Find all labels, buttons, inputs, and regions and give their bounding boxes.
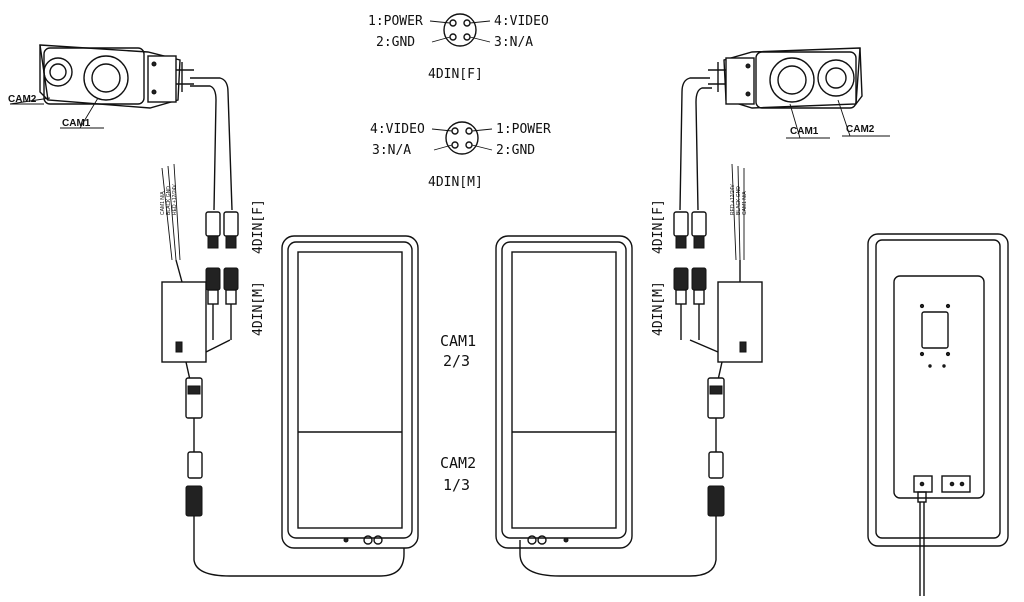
right-wire-tag-3: RED +12/24V [730, 184, 736, 215]
right-cam1-label: CAM1 [790, 126, 819, 137]
right-male-cable-label: 4DIN[M] [651, 281, 666, 336]
cam1-lens-icon [83, 55, 129, 101]
left-mirror-monitor [281, 235, 419, 549]
right-wire-tag-1: CAM1 N/A [742, 191, 748, 215]
male-pin1-label: 1:POWER [496, 122, 551, 137]
male-pin2-label: 2:GND [496, 143, 535, 158]
right-cam2-lens-icon [817, 59, 855, 97]
left-monitor-port-icon [363, 535, 373, 545]
male-connector-diagram: 4:VIDEO 3:N/A 1:POWER 2:GND 4DIN[M] [370, 121, 551, 190]
left-camera-cables: 4DIN[F] 4DIN[M] [190, 77, 266, 340]
female-pin2-label: 2:GND [376, 35, 415, 50]
right-wire-tag-2: BLACK GND [736, 186, 742, 215]
mount-bracket-icon [921, 311, 949, 349]
male-pin4-label: 4:VIDEO [370, 122, 425, 137]
right-camera-cables: 4DIN[F] 4DIN[M] [651, 77, 712, 340]
left-dual-camera: CAM2 CAM1 [8, 44, 194, 129]
right-cam2-label: CAM2 [846, 124, 875, 135]
left-cam2-label: CAM2 [8, 94, 37, 105]
back-port-2-icon [941, 475, 971, 493]
female-connector-icon [443, 13, 477, 47]
cam2-ratio: 1/3 [443, 476, 470, 494]
female-connector-name: 4DIN[F] [428, 67, 483, 82]
right-female-cable-label: 4DIN[F] [651, 199, 666, 254]
female-connector-diagram: 1:POWER 2:GND 4:VIDEO 3:N/A 4DIN[F] [368, 13, 549, 82]
left-wire-tag-2: BLACK GND [166, 186, 172, 215]
split-labels: CAM1 2/3 CAM2 1/3 [440, 332, 476, 494]
left-cam1-label: CAM1 [62, 118, 91, 129]
left-female-cable-label: 4DIN[F] [251, 199, 266, 254]
cam2-lens-icon [43, 57, 73, 87]
left-wire-tag-3: RED +12/24V [172, 184, 178, 215]
right-dual-camera: CAM1 CAM2 [708, 47, 890, 139]
male-pin3-label: 3:N/A [372, 143, 411, 158]
right-monitor-port-icon [527, 535, 537, 545]
female-pin4-label: 4:VIDEO [494, 14, 549, 29]
female-pin3-label: 3:N/A [494, 35, 533, 50]
cam1-ratio: 2/3 [443, 352, 470, 370]
female-pin1-label: 1:POWER [368, 14, 423, 29]
cam2-label: CAM2 [440, 454, 476, 472]
monitor-back-view [867, 233, 1009, 596]
left-splitter: CAM1 N/A BLACK GND RED +12/24V [160, 163, 405, 577]
cam1-label: CAM1 [440, 332, 476, 350]
right-cam1-lens-icon [769, 57, 815, 103]
male-connector-name: 4DIN[M] [428, 175, 483, 190]
right-mirror-monitor [495, 235, 633, 549]
left-male-cable-label: 4DIN[M] [251, 281, 266, 336]
left-wire-tag-1: CAM1 N/A [160, 191, 166, 215]
right-splitter: RED +12/24V BLACK GND CAM1 N/A [519, 163, 763, 577]
male-connector-icon [445, 121, 479, 155]
